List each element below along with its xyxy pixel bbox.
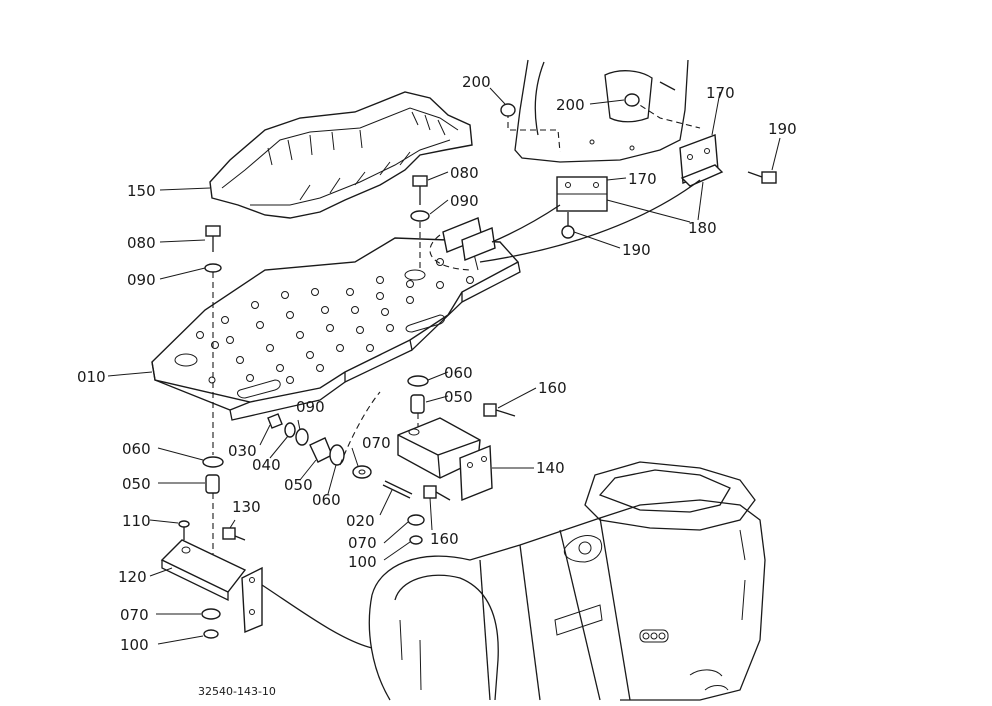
body-panel	[507, 59, 701, 163]
label-130: 130	[232, 498, 261, 516]
part-170-plate	[556, 176, 608, 212]
nut-200-left	[500, 103, 516, 117]
label-150: 140	[536, 459, 565, 477]
label-080-right: 080	[450, 164, 479, 182]
washer-060-lower	[202, 456, 224, 468]
label-050-middle: 050	[284, 476, 313, 494]
label-200-right: 200	[556, 96, 585, 114]
label-070-middle: 070	[362, 434, 391, 452]
drawing-code: 32540-143-10	[198, 685, 276, 698]
bolt-190-right	[747, 171, 777, 184]
label-010: 010	[77, 368, 106, 386]
part-180-bracket	[679, 134, 724, 187]
label-020: 020	[346, 512, 375, 530]
label-030: 030	[228, 442, 257, 460]
washer-090-left	[204, 263, 222, 273]
pivot-assembly	[267, 391, 413, 499]
label-090-left: 090	[127, 271, 156, 289]
part-010-step-plate	[151, 237, 521, 421]
label-200-left: 200	[462, 73, 491, 91]
label-070-lower: 070	[348, 534, 377, 552]
label-100-left: 100	[120, 636, 149, 654]
part-170-bracket-left	[442, 217, 496, 261]
label-160-upper: 160	[538, 379, 567, 397]
collar-050-lower	[205, 474, 220, 494]
label-110: 110	[122, 512, 151, 530]
label-190-center: 190	[622, 241, 651, 259]
label-050-left: 050	[122, 475, 151, 493]
label-090-right: 090	[450, 192, 479, 210]
bolt-130	[222, 527, 246, 541]
label-100-lower: 100	[348, 553, 377, 571]
label-050-upper: 050	[444, 388, 473, 406]
leader-lines	[107, 87, 781, 645]
label-180: 180	[688, 219, 717, 237]
washer-090-right	[410, 210, 430, 222]
part-150-bracket	[397, 417, 493, 502]
collar-050-upper	[410, 394, 425, 414]
label-170-right: 170	[706, 84, 735, 102]
label-170-center: 170	[628, 170, 657, 188]
label-120: 120	[118, 568, 147, 586]
washer-070-middle	[407, 514, 425, 526]
screw-110	[178, 520, 190, 540]
transmission-housing	[368, 461, 766, 701]
bolt-160-lower	[423, 485, 451, 501]
label-070-left: 070	[120, 606, 149, 624]
bolt-190-center	[561, 212, 575, 239]
part-120-bracket	[160, 539, 263, 634]
bolt-160-upper	[483, 403, 516, 417]
label-090-middle: 090	[296, 398, 325, 416]
label-060-middle: 060	[312, 491, 341, 509]
label-080-left: 080	[127, 234, 156, 252]
nut-100-middle	[409, 535, 423, 545]
nut-200-right	[624, 93, 640, 107]
cable-line	[491, 204, 561, 243]
bolt-080-right	[412, 175, 428, 205]
label-160-lower: 160	[430, 530, 459, 548]
callout-labels: 150 080 090 010 060 050 110 120 070 100 …	[77, 73, 797, 698]
washer-060-upper	[407, 375, 429, 387]
cable-line-2	[479, 179, 701, 263]
label-060-upper: 060	[444, 364, 473, 382]
label-060-left: 060	[122, 440, 151, 458]
label-040: 040	[252, 456, 281, 474]
label-190-right: 190	[768, 120, 797, 138]
label-140: 150	[127, 182, 156, 200]
harness-line	[261, 584, 373, 649]
nut-100-lower	[203, 629, 219, 639]
bolt-080-left	[205, 225, 221, 252]
part-140-cover	[209, 91, 473, 219]
washer-070-lower	[201, 608, 221, 620]
